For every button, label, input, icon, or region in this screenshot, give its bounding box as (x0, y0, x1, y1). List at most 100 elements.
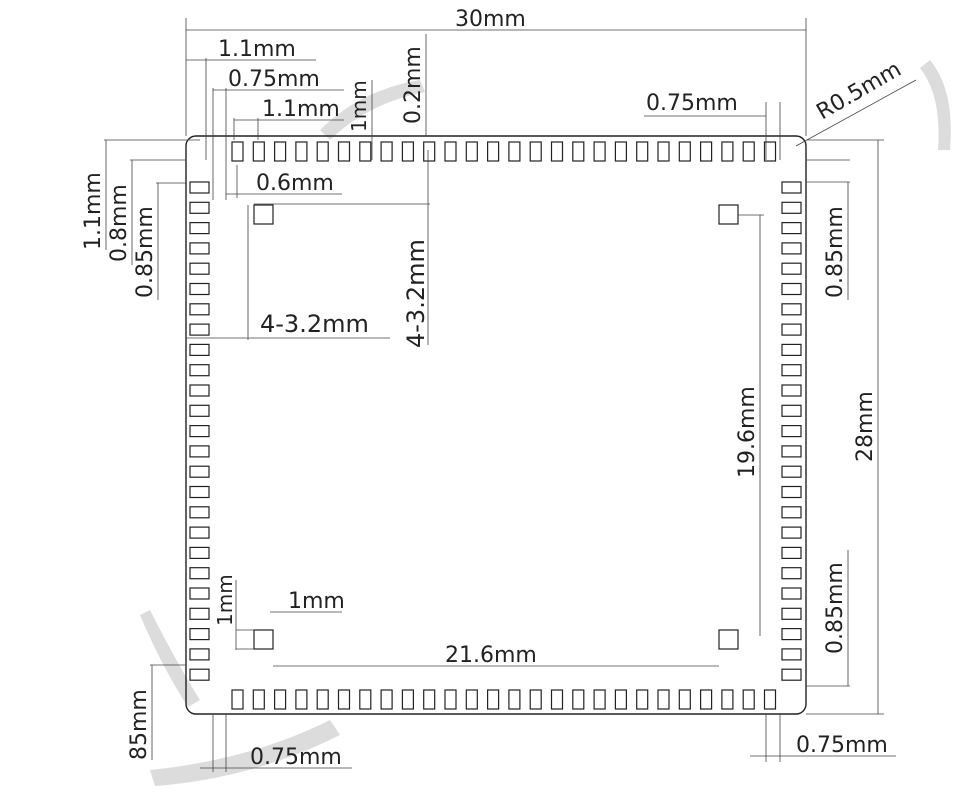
pad-right (781, 343, 802, 356)
label-0-75mm-bottom-left: 0.75mm (250, 745, 342, 770)
pad-bottom (508, 689, 521, 710)
pad-bottom (572, 689, 585, 710)
label-0-75mm-bottom-right: 0.75mm (796, 733, 888, 758)
pad-bottom (742, 689, 755, 710)
pad-top (572, 141, 585, 162)
label-0-85mm-right-top: 0.85mm (823, 206, 848, 298)
pad-right (781, 201, 802, 214)
pad-left (189, 627, 210, 641)
pad-bottom (295, 689, 308, 710)
pad-right (781, 425, 802, 438)
pad-left (189, 384, 210, 397)
pad-top (593, 141, 606, 162)
pad-bottom (274, 689, 287, 710)
pad-bottom (401, 689, 414, 710)
label-1mm-left-bottom: 1mm (213, 574, 237, 626)
pad-top (742, 141, 755, 162)
pad-top (295, 141, 308, 162)
pad-bottom (636, 689, 649, 710)
pad-row-top (231, 141, 777, 162)
mount-square-bl (253, 629, 274, 650)
mount-square-tl (253, 204, 274, 225)
label-0-8mm-left: 0.8mm (107, 184, 132, 262)
pad-left (189, 526, 210, 539)
pad-top (316, 141, 329, 162)
label-30mm: 30mm (455, 7, 526, 32)
pad-right (781, 262, 802, 275)
label-hole-y: 4-3.2mm (402, 239, 430, 348)
pad-left (189, 181, 210, 194)
label-85mm: 85mm (127, 689, 152, 760)
pad-left (189, 506, 210, 519)
pad-left (189, 485, 210, 499)
watermark (140, 60, 951, 786)
pad-bottom (465, 689, 478, 710)
pad-bottom (316, 689, 329, 710)
pad-right (781, 485, 802, 499)
pad-bottom (359, 689, 372, 710)
pad-top (614, 141, 628, 162)
label-1-1mm-top: 1.1mm (218, 37, 296, 62)
pad-top (550, 141, 564, 162)
pad-right (781, 506, 802, 519)
pad-top (231, 141, 244, 162)
label-0-2mm: 0.2mm (401, 46, 426, 124)
pad-top (529, 141, 542, 162)
pad-top (636, 141, 649, 162)
pad-left (189, 262, 210, 275)
label-0-75mm-top: 0.75mm (228, 67, 320, 92)
pad-bottom (593, 689, 606, 710)
pad-top (487, 141, 500, 162)
label-0-85mm-right-bottom: 0.85mm (823, 562, 848, 654)
pad-top (401, 141, 414, 162)
pad-right (781, 627, 802, 641)
pad-bottom (337, 689, 351, 710)
pad-bottom (763, 689, 777, 710)
pad-bottom (529, 689, 542, 710)
pad-bottom (657, 689, 670, 710)
pad-left (189, 567, 210, 580)
pad-bottom (614, 689, 628, 710)
pad-left (189, 343, 210, 356)
label-r0-5mm: R0.5mm (813, 57, 906, 125)
pad-left (189, 222, 210, 235)
pad-top (657, 141, 670, 162)
pad-right (781, 323, 802, 336)
dimension-lines (104, 18, 917, 772)
pad-right (781, 404, 802, 417)
pad-column-right (781, 181, 802, 681)
pad-top (721, 141, 734, 162)
pad-right (781, 364, 802, 377)
label-1-1mm-left: 1.1mm (81, 172, 106, 250)
pad-top (274, 141, 287, 162)
pad-left (189, 303, 210, 316)
pad-top (508, 141, 521, 162)
pad-right (781, 384, 802, 397)
pad-bottom (380, 689, 393, 710)
pad-bottom (678, 689, 691, 710)
pad-right (781, 668, 802, 681)
pad-top (465, 141, 478, 162)
pad-left (189, 201, 210, 214)
pad-right (781, 303, 802, 316)
label-1-1mm-inner: 1.1mm (262, 97, 340, 122)
pad-left (189, 587, 210, 600)
label-28mm: 28mm (853, 391, 878, 462)
pad-right (781, 567, 802, 580)
pad-right (781, 445, 802, 458)
pad-top (359, 141, 372, 162)
pad-left (189, 323, 210, 336)
label-1mm-vertical: 1mm (347, 80, 371, 132)
pad-top (337, 141, 351, 162)
pad-left (189, 404, 210, 417)
label-0-85mm-left: 0.85mm (133, 206, 158, 298)
pad-bottom (487, 689, 500, 710)
mount-square-br (718, 629, 739, 650)
pad-top (252, 141, 265, 162)
pad-left (189, 282, 210, 296)
pad-top (699, 141, 713, 162)
pad-left (189, 668, 210, 681)
pad-top (423, 141, 436, 162)
pad-bottom (231, 689, 244, 710)
